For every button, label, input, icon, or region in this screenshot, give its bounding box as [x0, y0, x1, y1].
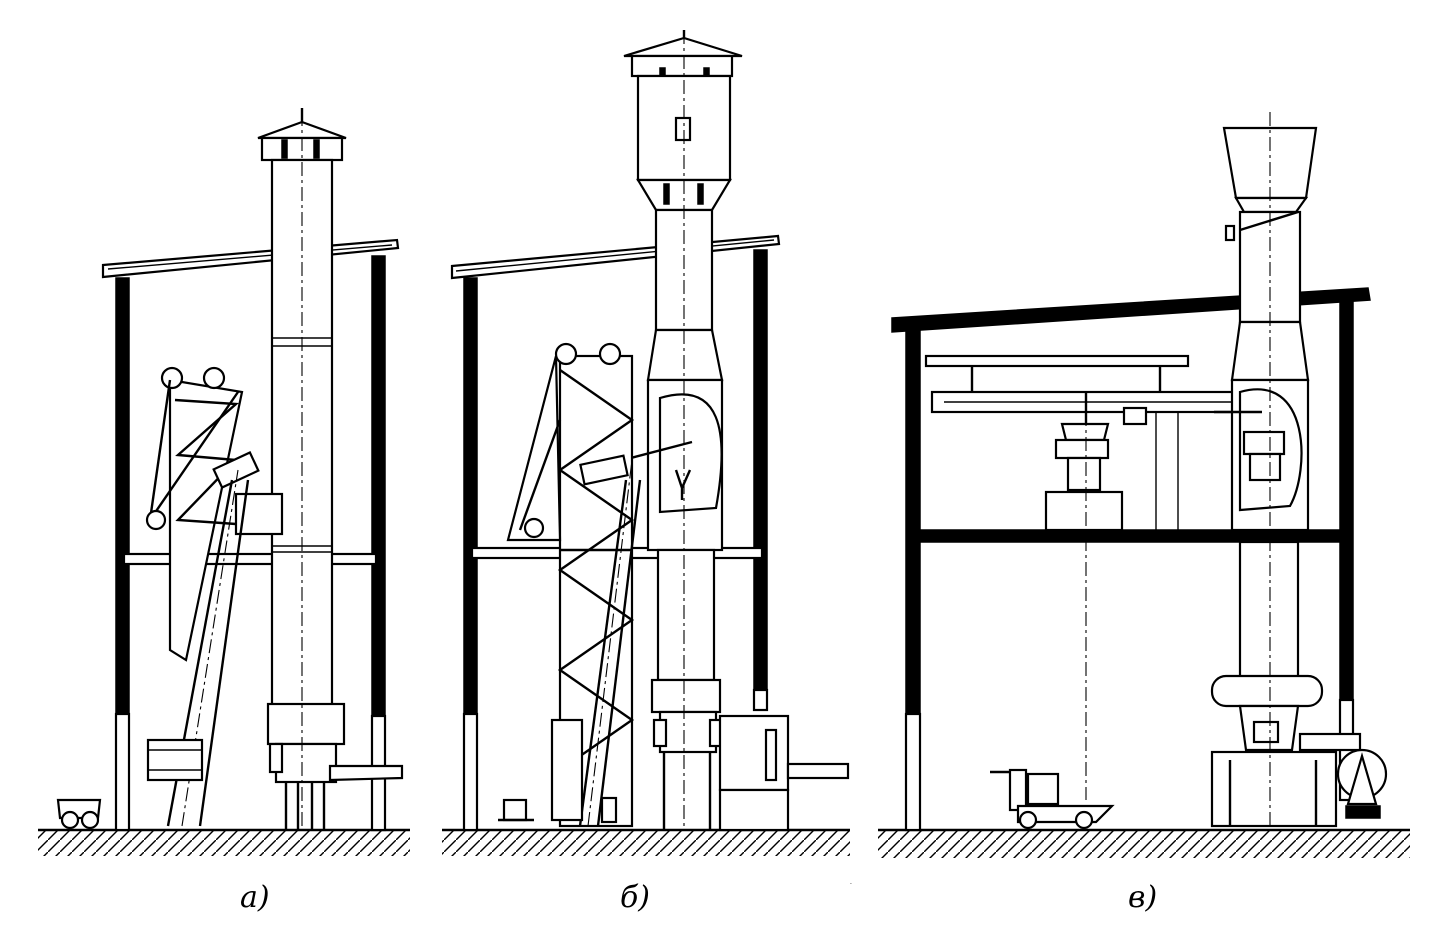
- panel-b-crane: [506, 342, 642, 828]
- svg-text:.: .: [850, 879, 852, 886]
- panel-b-roof: [450, 234, 781, 280]
- panel-v-right-column: [1339, 299, 1354, 701]
- panel-v-overhead-crane: [924, 354, 1264, 800]
- panel-a-drawing: [38, 108, 410, 856]
- panel-v-forklift: [990, 768, 1115, 830]
- panel-a-right-column: [371, 255, 386, 717]
- panel-a-ground: [38, 828, 410, 856]
- panel-b-trolley: [498, 798, 534, 822]
- panel-b-ground: [442, 828, 850, 856]
- panel-v-ground: [878, 828, 1410, 858]
- panel-a-trolley-car: [56, 798, 102, 830]
- panel-v-label: в): [1128, 880, 1158, 915]
- panel-v-fan: [1298, 732, 1388, 819]
- panel-v-drawing: [878, 112, 1410, 858]
- panel-v-upper-floor: [917, 529, 1345, 543]
- panel-b-drawing: [442, 30, 850, 856]
- panel-a-label: а): [240, 880, 270, 915]
- panel-b-shaft: [599, 30, 743, 830]
- panel-a-left-column: [115, 277, 130, 715]
- panel-a-crane: [145, 366, 284, 827]
- panel-a-shaft: [257, 108, 347, 830]
- panel-b-left-column: [463, 277, 478, 715]
- panel-a-roof: [101, 238, 400, 279]
- panel-b-right-column: [753, 249, 768, 691]
- panel-v-left-column: [905, 329, 921, 715]
- panel-v-shaft: [1210, 112, 1338, 830]
- panel-b-label: б): [620, 880, 651, 915]
